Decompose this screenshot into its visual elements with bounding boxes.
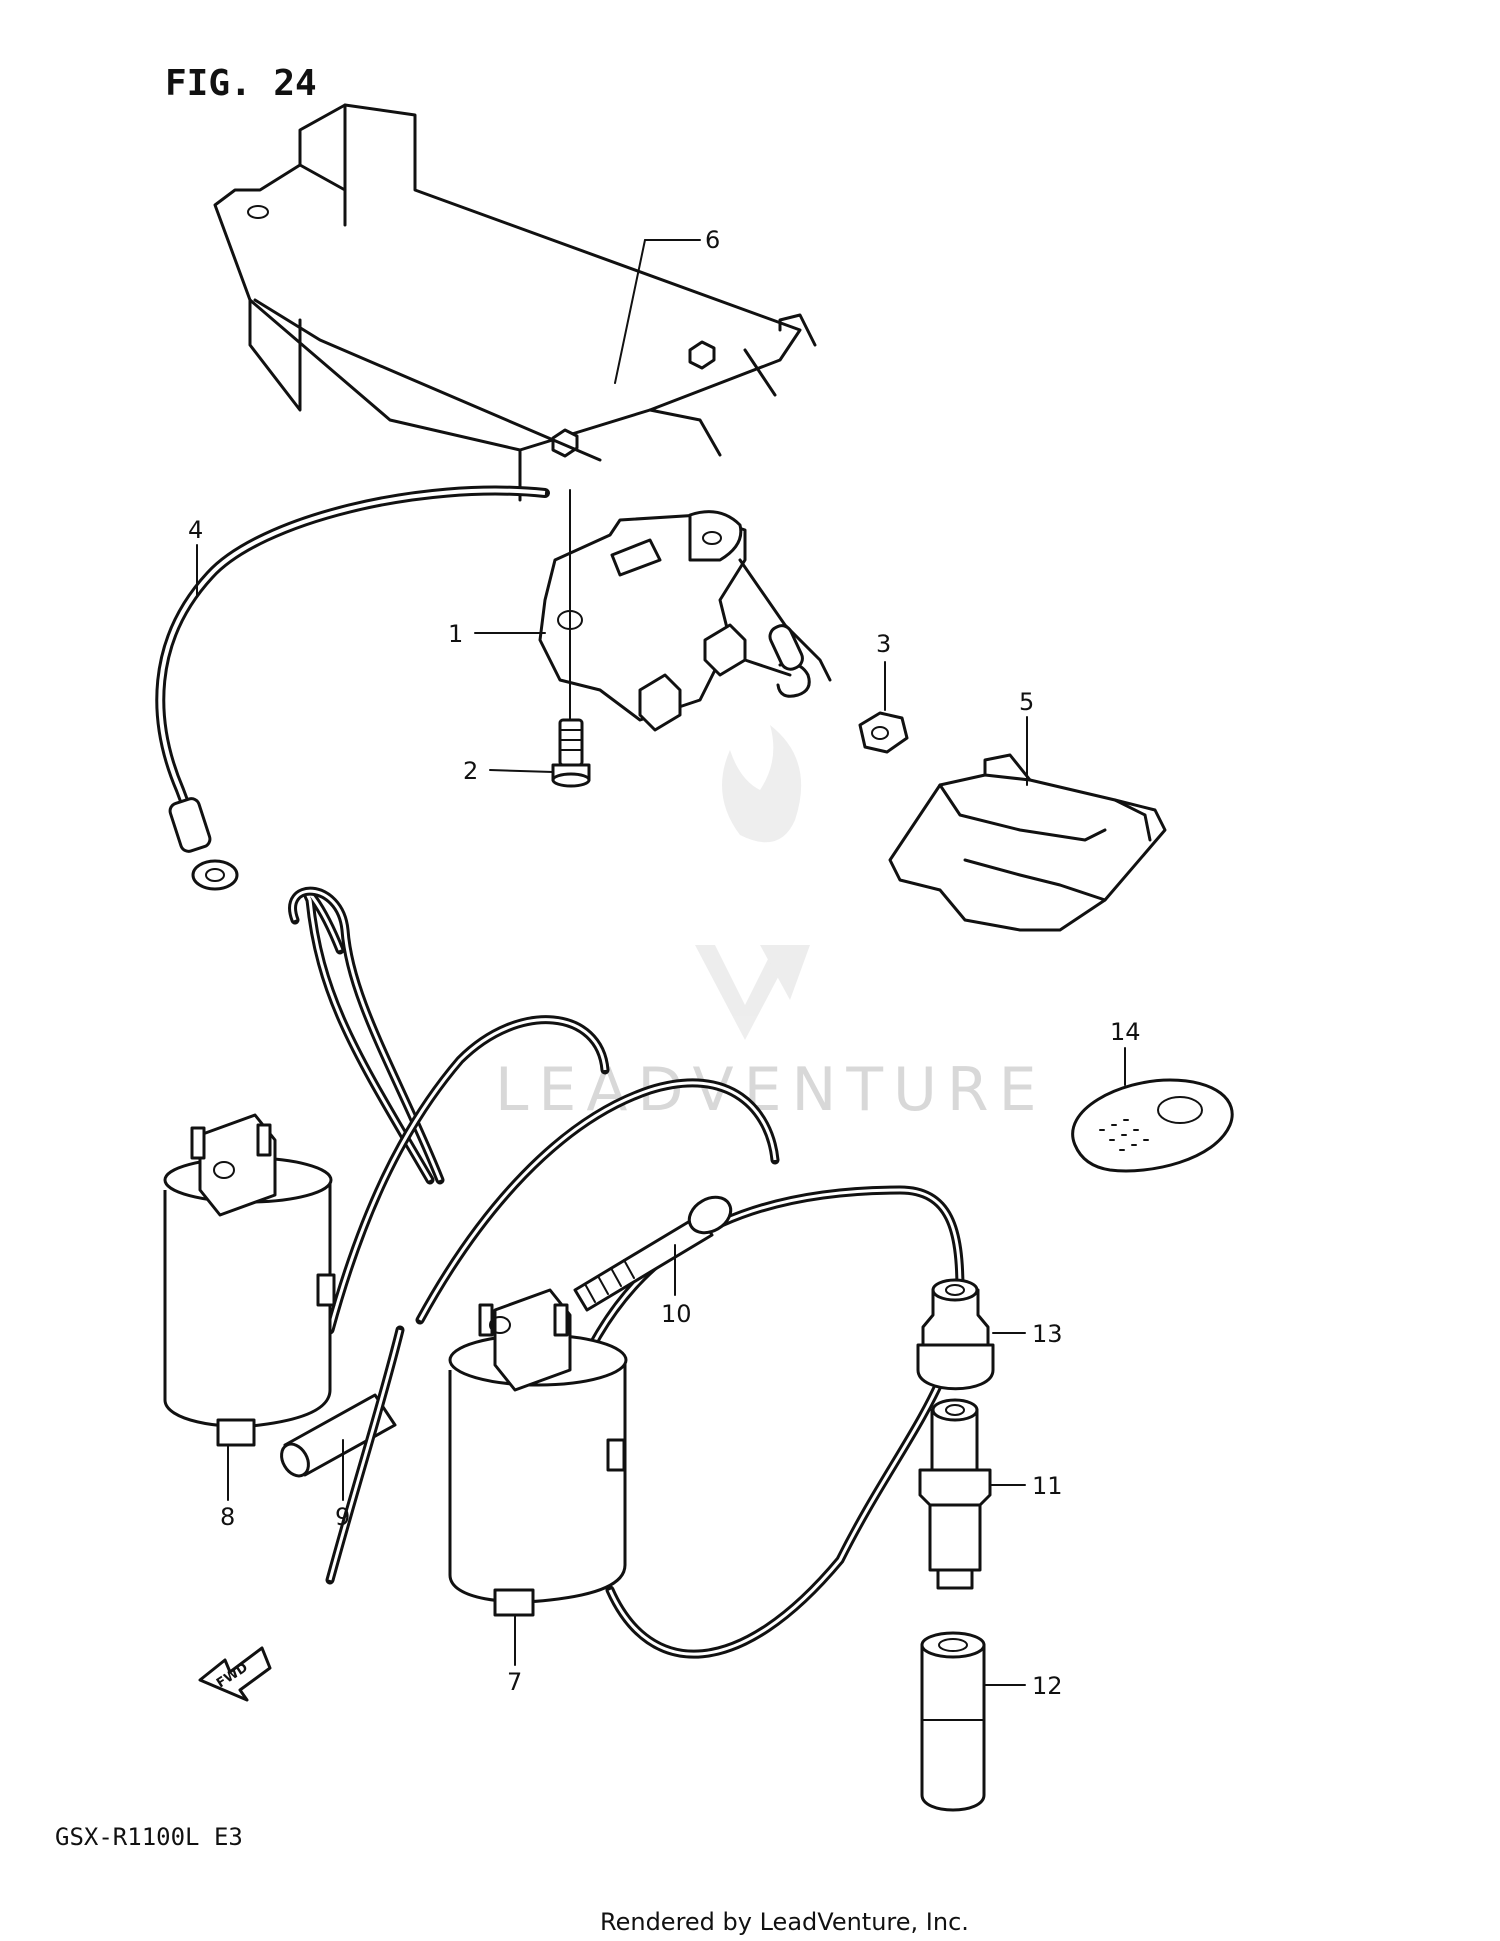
part-2-bolt[interactable]	[551, 489, 591, 788]
part-6-bracket[interactable]	[213, 103, 817, 502]
svg-text:12: 12	[1032, 1672, 1063, 1700]
part-1-starter-relay[interactable]	[538, 510, 832, 732]
svg-text:7: 7	[507, 1668, 522, 1696]
svg-text:3: 3	[876, 630, 891, 658]
svg-text:14: 14	[1110, 1018, 1141, 1046]
watermark-logo	[695, 725, 810, 1040]
svg-text:11: 11	[1032, 1472, 1063, 1500]
part-13-plug-cap[interactable]	[916, 1278, 995, 1391]
part-3-nut[interactable]	[858, 711, 909, 754]
callout-12: 12	[984, 1672, 1063, 1700]
callout-11: 11	[989, 1472, 1063, 1500]
svg-text:6: 6	[705, 226, 720, 254]
callout-4: 4	[188, 516, 203, 596]
callout-1: 1	[448, 620, 546, 648]
callout-7: 7	[507, 1614, 522, 1696]
callout-5: 5	[1019, 688, 1034, 786]
figure-title: FIG. 24	[165, 63, 317, 104]
fwd-arrow-icon: FWD	[198, 1646, 272, 1702]
callout-14: 14	[1110, 1018, 1141, 1086]
part-5-cover[interactable]	[888, 753, 1167, 932]
svg-text:9: 9	[335, 1503, 350, 1531]
part-12-boot[interactable]	[920, 1631, 986, 1812]
svg-text:10: 10	[661, 1300, 692, 1328]
callout-13: 13	[992, 1320, 1063, 1348]
callout-2: 2	[463, 757, 554, 785]
svg-text:5: 5	[1019, 688, 1034, 716]
part-9-high-tension-leads[interactable]	[276, 886, 965, 1659]
part-7-ignition-coil[interactable]	[448, 1288, 628, 1617]
watermark-text: LEADVENTURE	[495, 1055, 1047, 1125]
svg-text:8: 8	[220, 1503, 235, 1531]
callout-6: 6	[614, 226, 720, 384]
part-8-ignition-coil[interactable]	[163, 1113, 336, 1447]
svg-text:13: 13	[1032, 1320, 1063, 1348]
svg-text:4: 4	[188, 516, 203, 544]
callout-3: 3	[876, 630, 891, 711]
callout-9: 9	[335, 1439, 350, 1531]
part-10-bolt[interactable]	[573, 1190, 737, 1312]
svg-text:2: 2	[463, 757, 478, 785]
part-14-label[interactable]	[1071, 1078, 1234, 1173]
part-4-cable[interactable]	[155, 485, 550, 891]
model-label: GSX-R1100L E3	[55, 1823, 243, 1851]
footer-credit: Rendered by LeadVenture, Inc.	[600, 1908, 969, 1936]
callout-10: 10	[661, 1244, 692, 1328]
part-11-cap-fitting[interactable]	[918, 1398, 992, 1590]
svg-text:1: 1	[448, 620, 463, 648]
callout-8: 8	[220, 1444, 235, 1531]
